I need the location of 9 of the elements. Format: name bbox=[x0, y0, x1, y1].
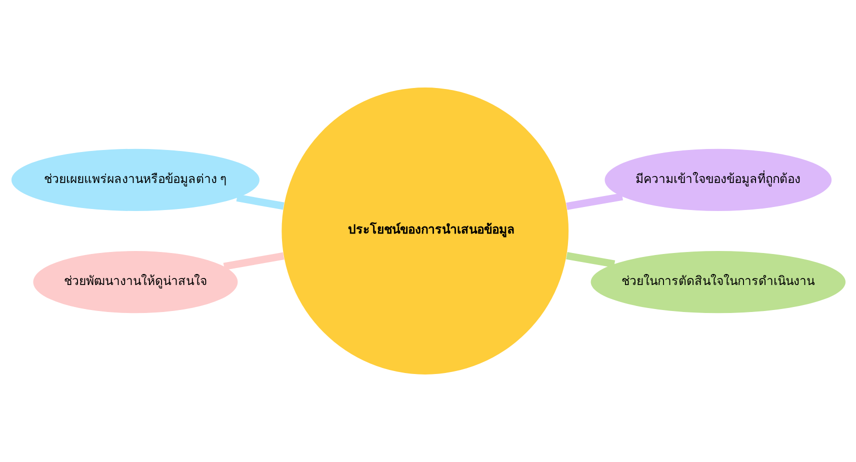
connector bbox=[566, 192, 622, 210]
node-circle: ประโยชน์ของการนำเสนอข้อมูล bbox=[281, 88, 568, 374]
node-ellipse: ช่วยในการตัดสินใจในการดำเนินงาน bbox=[590, 251, 846, 314]
node-ellipse: ช่วยพัฒนางานให้ดูน่าสนใจ bbox=[32, 251, 238, 314]
connector bbox=[236, 194, 284, 210]
connector bbox=[222, 252, 284, 270]
connector bbox=[566, 252, 615, 268]
node-ellipse: ช่วยเผยแพร่ผลงานหรือข้อมูลต่าง ๆ bbox=[10, 148, 259, 211]
node-ellipse: มีความเข้าใจของข้อมูลที่ถูกต้อง bbox=[604, 148, 832, 211]
